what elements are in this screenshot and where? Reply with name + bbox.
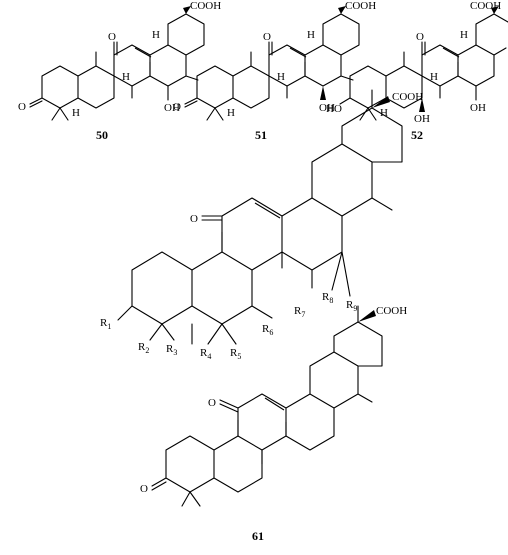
scaffold-cooh-label: COOH	[392, 91, 423, 103]
compound-label: 51	[255, 128, 267, 142]
compound-51: O O OH H H H COOH 51	[173, 0, 376, 142]
substituent-r5: R5	[230, 347, 241, 361]
oxo11-o-label: O	[108, 31, 116, 43]
h-label-c9: H	[277, 71, 285, 83]
substituent-r8: R8	[322, 291, 333, 305]
substituent-r9: R9	[346, 299, 357, 313]
oxo-label: O	[190, 213, 198, 225]
hydroxyl-a-label: HO	[326, 103, 342, 115]
substituent-r7: R7	[294, 305, 305, 319]
cooh-label: COOH	[345, 0, 376, 12]
h-label-c18: H	[307, 29, 315, 41]
oxo11-o-label: O	[263, 31, 271, 43]
h-label-c18: H	[152, 29, 160, 41]
ketone-o-label: O	[18, 101, 26, 113]
ketone-o-label: O	[173, 101, 181, 113]
hydroxyl-label: OH	[319, 102, 335, 114]
general-scaffold: O COOH R1 R2 R3 R4 R5 R6 R7 R8 R9	[100, 89, 423, 361]
h-label-c5: H	[227, 107, 235, 119]
ketone-o-label: O	[140, 483, 148, 495]
compound-61: O O COOH 61	[140, 305, 407, 543]
hydroxyl-label: OH	[164, 102, 180, 114]
substituent-r1: R1	[100, 317, 111, 331]
h-label-c5: H	[380, 107, 388, 119]
h-label-c9: H	[122, 71, 130, 83]
oxo11-o-label: O	[208, 397, 216, 409]
cooh-label: COOH	[376, 305, 407, 317]
hydroxyl-b-label: OH	[414, 113, 430, 125]
compound-label: 50	[96, 128, 108, 142]
compound-label: 61	[252, 529, 264, 543]
cooh-label: COOH	[470, 0, 501, 12]
hydroxyl-c-label: OH	[470, 102, 486, 114]
oxo11-o-label: O	[416, 31, 424, 43]
substituent-r3: R3	[166, 343, 177, 357]
h-label-c9: H	[430, 71, 438, 83]
compound-50: O O OH H H H COOH 50	[18, 0, 221, 142]
substituent-r2: R2	[138, 341, 149, 355]
substituent-r4: R4	[200, 347, 211, 361]
cooh-label: COOH	[190, 0, 221, 12]
substituent-r6: R6	[262, 323, 273, 337]
h-label-c5: H	[72, 107, 80, 119]
h-label-c18: H	[460, 29, 468, 41]
compound-label: 52	[411, 128, 423, 142]
